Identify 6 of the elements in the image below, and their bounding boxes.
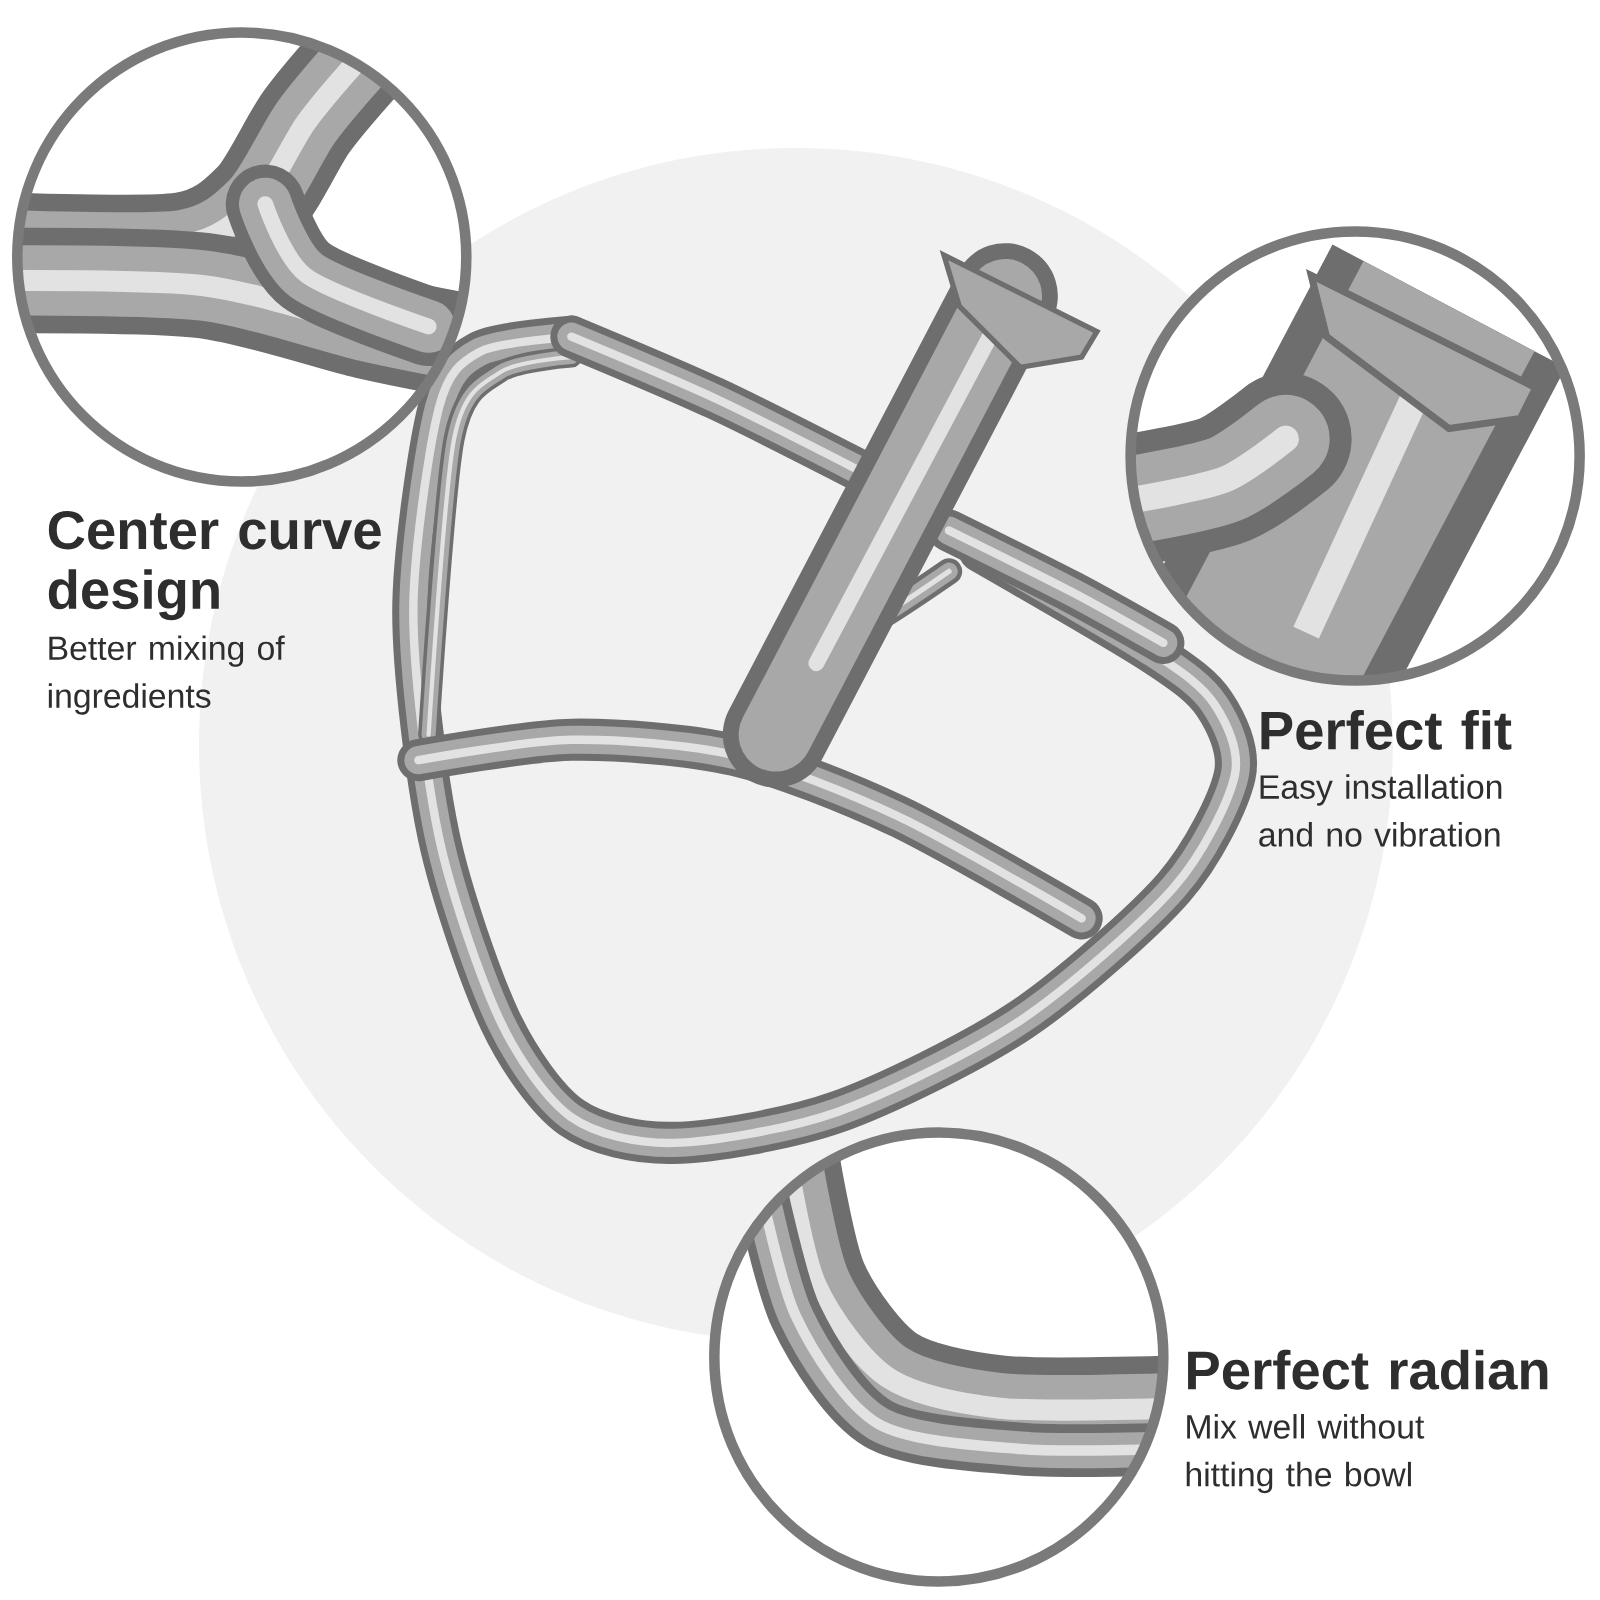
feature-description: Better mixing of ingredients [48, 635, 285, 715]
feature-description: Easy installation and no vibration [1259, 774, 1502, 847]
feature-description: Mix well without hitting the bowl [1186, 1414, 1425, 1494]
feature-heading: Perfect radian [1188, 1349, 1548, 1390]
feature-heading: Perfect fit [1261, 709, 1512, 750]
feature-heading: Center curve design [48, 510, 381, 621]
